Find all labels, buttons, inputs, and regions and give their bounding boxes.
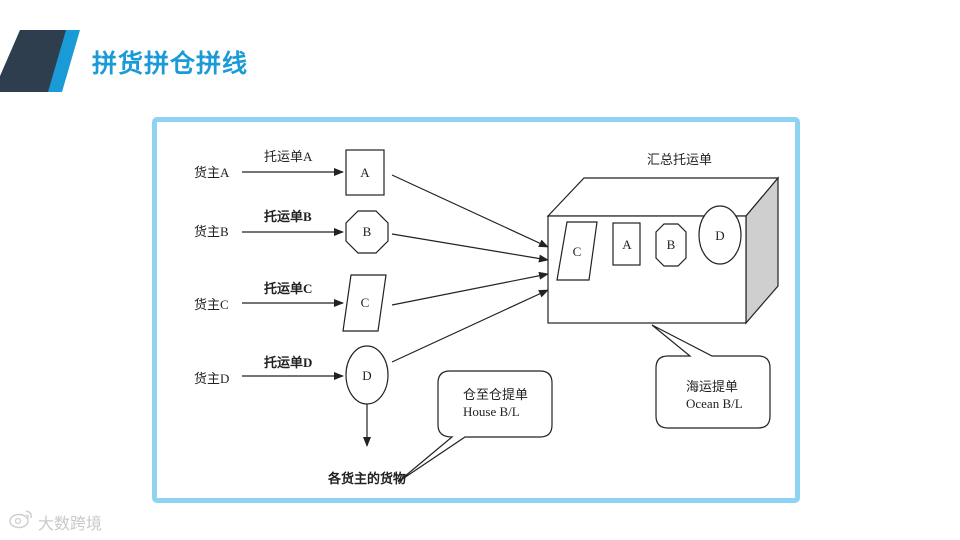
doc-a-rectangle bbox=[345, 149, 385, 196]
diagram-frame: 货主A 货主B 货主C 货主D 托运单A 托运单B 托运单C 托运单D A B … bbox=[152, 117, 800, 503]
ocean-bl-line1: 海运提单 bbox=[686, 379, 738, 394]
arrow-a-to-container bbox=[391, 174, 549, 248]
doc-b-letter: B bbox=[363, 224, 372, 239]
container-doc-b-letter: B bbox=[667, 237, 676, 252]
container-doc-a bbox=[612, 222, 641, 266]
arrow-c-to-container bbox=[391, 271, 549, 306]
ocean-bl-line2: Ocean B/L bbox=[686, 396, 743, 411]
consolidated-waybill-label: 汇总托运单 bbox=[647, 152, 712, 167]
doc-a-letter: A bbox=[360, 165, 370, 180]
shipper-d-label: 货主D bbox=[194, 371, 229, 386]
container-doc-a-letter: A bbox=[622, 237, 632, 252]
slide-title: 拼货拼仓拼线 bbox=[92, 49, 249, 78]
doc-c-parallelogram bbox=[342, 274, 387, 332]
container-top-face bbox=[546, 177, 780, 217]
container-doc-b bbox=[655, 223, 687, 267]
container-doc-d-letter: D bbox=[715, 228, 724, 243]
container-doc-d bbox=[698, 205, 742, 265]
title-accent-bar bbox=[0, 30, 80, 92]
watermark-text: 大数跨境 bbox=[38, 514, 103, 533]
doc-c-letter: C bbox=[361, 295, 370, 310]
waybill-b-label: 托运单B bbox=[264, 209, 312, 224]
container-doc-c bbox=[556, 221, 598, 281]
arrow-d-to-container bbox=[391, 289, 549, 363]
waybill-d-label: 托运单D bbox=[264, 355, 312, 370]
container-doc-c-letter: C bbox=[573, 244, 582, 259]
house-bl-line2: House B/L bbox=[463, 404, 520, 419]
shipper-b-label: 货主B bbox=[194, 224, 229, 239]
house-bl-line1: 仓至仓提单 bbox=[463, 387, 528, 402]
arrow-b-to-container bbox=[391, 233, 549, 263]
doc-d-letter: D bbox=[362, 368, 371, 383]
waybill-c-label: 托运单C bbox=[264, 281, 312, 296]
shipper-a-label: 货主A bbox=[194, 165, 230, 180]
goods-label: 各货主的货物 bbox=[327, 471, 406, 486]
consolidation-diagram: 货主A 货主B 货主C 货主D 托运单A 托运单B 托运单C 托运单D A B … bbox=[194, 149, 780, 486]
waybill-a-label: 托运单A bbox=[264, 149, 313, 164]
shipper-c-label: 货主C bbox=[194, 297, 229, 312]
ocean-bl-callout bbox=[651, 324, 771, 429]
house-bl-callout bbox=[397, 370, 553, 483]
weibo-logo-icon bbox=[9, 510, 32, 529]
doc-b-octagon bbox=[345, 210, 389, 254]
